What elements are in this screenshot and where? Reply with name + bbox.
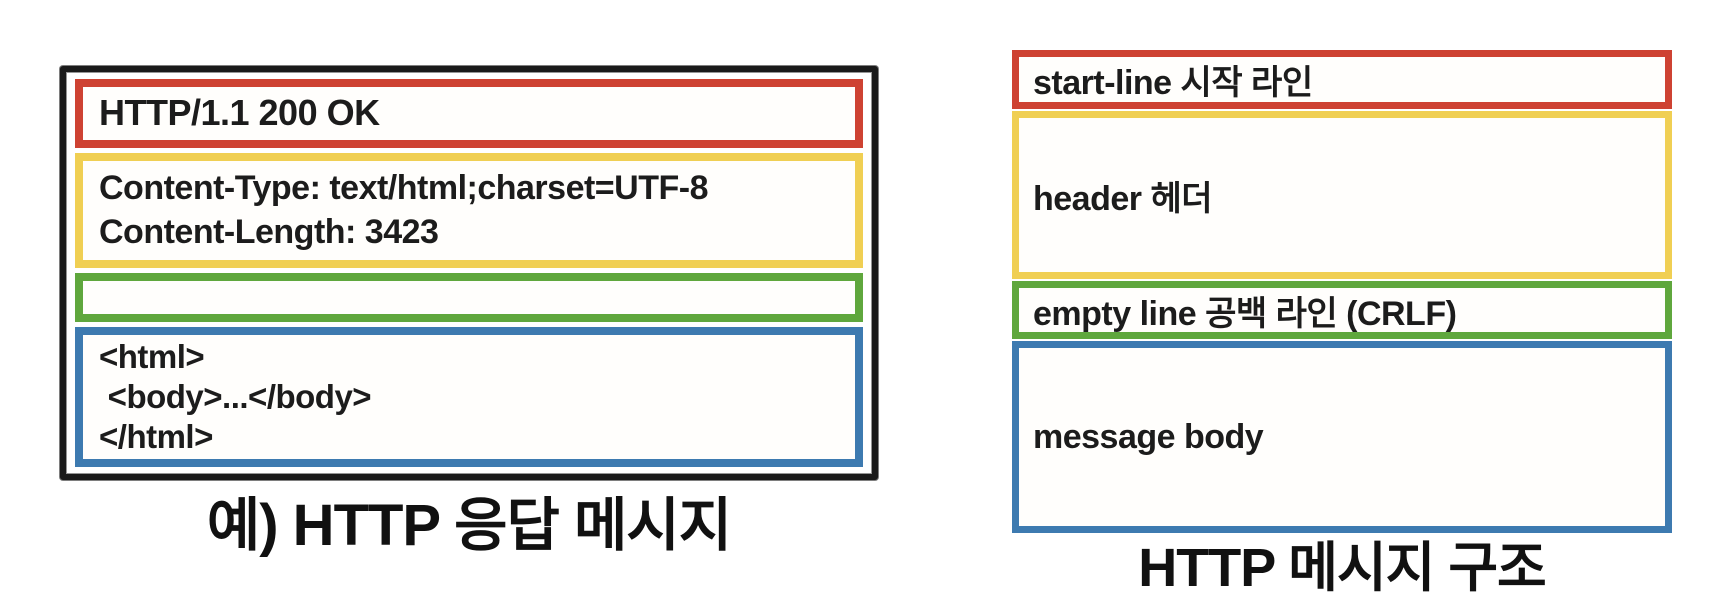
response-body-box: <html> <body>...</body> </html>: [75, 327, 863, 467]
http-response-example-frame: HTTP/1.1 200 OK Content-Type: text/html;…: [60, 66, 878, 480]
response-body-line-2: <body>...</body>: [99, 378, 372, 415]
left-caption: 예) HTTP 응답 메시지: [206, 493, 732, 558]
structure-message-body-box: message body: [1012, 341, 1672, 533]
response-header-content-type: Content-Type: text/html;charset=UTF-8: [99, 169, 708, 208]
response-body-line-3: </html>: [99, 418, 213, 455]
right-caption: HTTP 메시지 구조: [1138, 538, 1546, 598]
response-status-line: HTTP/1.1 200 OK: [99, 92, 380, 134]
response-body-line-1: <html>: [99, 338, 205, 375]
structure-empty-line-box: empty line 공백 라인 (CRLF): [1012, 281, 1672, 339]
response-header-box: Content-Type: text/html;charset=UTF-8 Co…: [75, 152, 863, 268]
structure-header-label: header 헤더: [1033, 179, 1213, 218]
response-empty-line-box: [75, 272, 863, 322]
structure-start-line-box: start-line 시작 라인: [1012, 50, 1672, 109]
structure-start-line-label: start-line 시작 라인: [1033, 64, 1313, 102]
response-header-content-length: Content-Length: 3423: [99, 213, 439, 252]
structure-header-box: header 헤더: [1012, 111, 1672, 279]
response-start-line-box: HTTP/1.1 200 OK: [75, 79, 863, 148]
structure-message-body-label: message body: [1033, 417, 1264, 456]
structure-empty-line-label: empty line 공백 라인 (CRLF): [1033, 294, 1457, 333]
